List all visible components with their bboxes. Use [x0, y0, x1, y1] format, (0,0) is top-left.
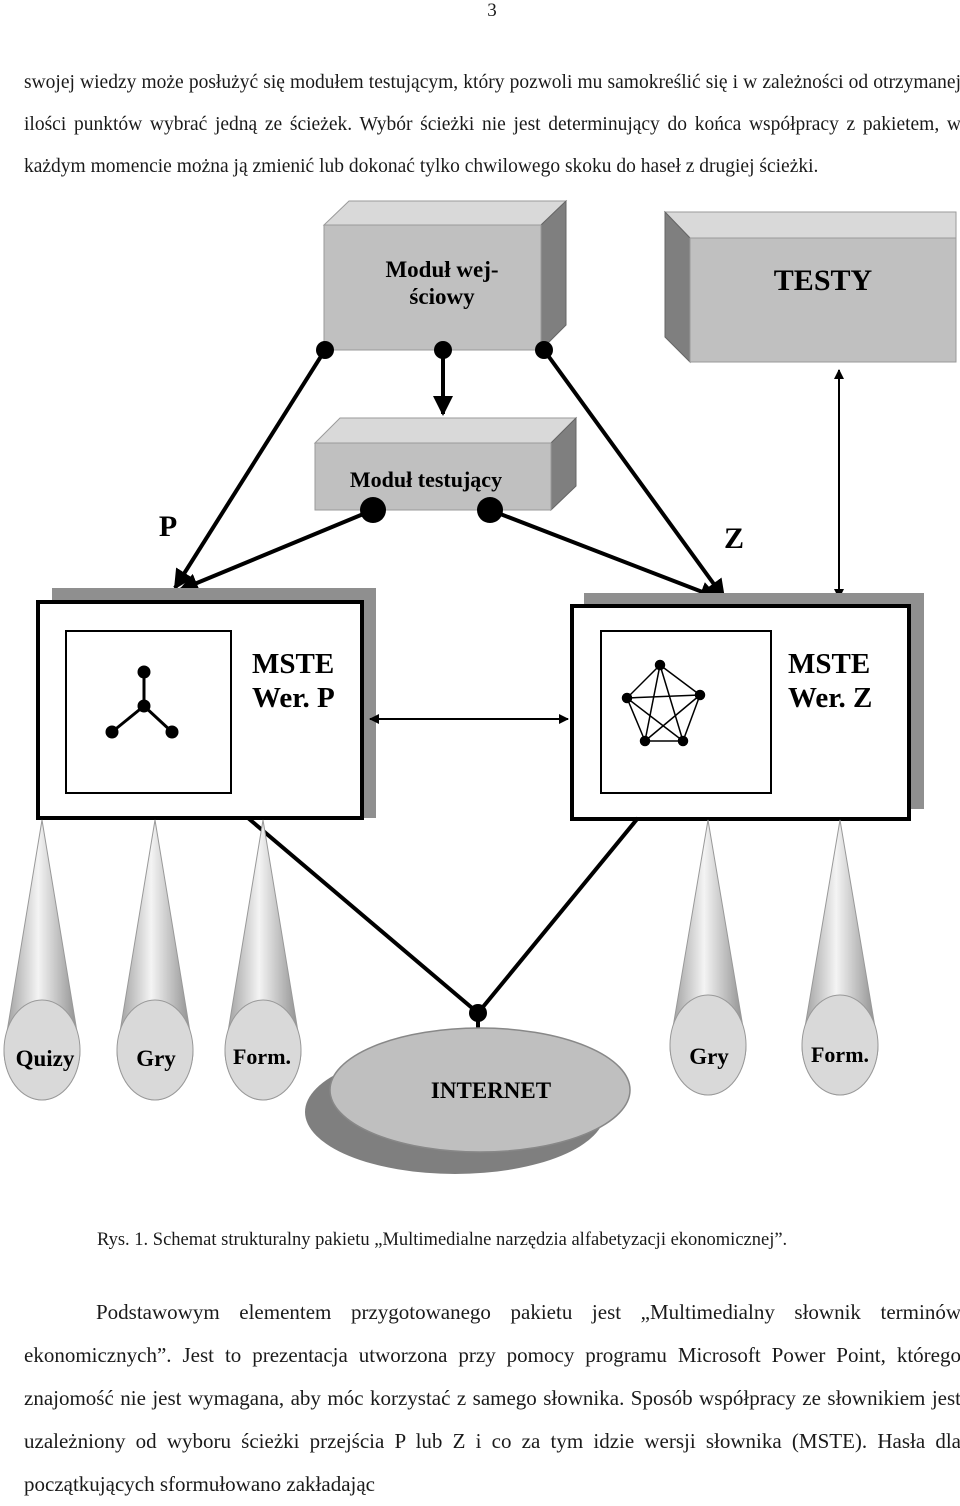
cone-quizy-label: Quizy: [16, 1046, 75, 1071]
internet-label: INTERNET: [431, 1078, 551, 1103]
cone-form-right: Form.: [801, 819, 879, 1096]
mste-z-label-1: MSTE: [788, 648, 870, 680]
paragraph-bottom: Podstawowym elementem przygotowanego pak…: [24, 1291, 960, 1506]
test-module-box: Moduł testujący: [313, 416, 578, 512]
cone-quizy: Quizy: [3, 819, 81, 1101]
cone-gry-right-label: Gry: [689, 1044, 729, 1069]
internet-node-dot: [469, 1004, 487, 1022]
internet-connectors: [246, 816, 640, 1028]
cone-form-left-label: Form.: [233, 1044, 291, 1069]
tests-box: TESTY: [663, 210, 957, 364]
input-module-label-1: Moduł wej-: [385, 257, 498, 282]
structure-diagram: Moduł wej- ściowy TESTY Moduł testujący …: [3, 199, 957, 1174]
mste-p-box: MSTE Wer. P: [36, 588, 376, 820]
mste-p-label-2: Wer. P: [252, 682, 335, 714]
connector-dots: [316, 341, 553, 523]
cone-form-right-label: Form.: [811, 1042, 869, 1067]
network-icon: [621, 659, 706, 747]
input-module-box: Moduł wej- ściowy: [322, 199, 568, 352]
connector-test-to-p: [178, 508, 374, 593]
path-p-label: P: [159, 510, 177, 543]
paragraph-bottom-text: Podstawowym elementem przygotowanego pak…: [24, 1300, 960, 1496]
internet-ellipse: INTERNET: [305, 1027, 631, 1174]
connectors: [173, 348, 726, 601]
input-module-label-2: ściowy: [409, 284, 475, 309]
paragraph-top: swojej wiedzy może posłużyć się modułem …: [24, 72, 960, 177]
cone-form-left: Form.: [224, 819, 302, 1101]
connector-input-to-p: [173, 348, 327, 590]
mste-z-label-2: Wer. Z: [788, 682, 872, 714]
figure-caption: Rys. 1. Schemat strukturalny pakietu „Mu…: [97, 1230, 788, 1250]
mste-p-label-1: MSTE: [252, 648, 334, 680]
page-number: 3: [487, 0, 497, 21]
connector-input-to-z: [542, 348, 726, 600]
mste-z-box: MSTE Wer. Z: [570, 593, 924, 821]
three-node-icon: [105, 665, 179, 739]
path-z-label: Z: [724, 522, 744, 555]
cone-gry-left: Gry: [116, 819, 194, 1101]
cone-gry-left-label: Gry: [136, 1046, 176, 1071]
tests-label: TESTY: [774, 264, 873, 297]
test-module-label: Moduł testujący: [350, 467, 502, 492]
connector-test-to-z: [489, 508, 720, 601]
cone-gry-right: Gry: [669, 819, 747, 1096]
